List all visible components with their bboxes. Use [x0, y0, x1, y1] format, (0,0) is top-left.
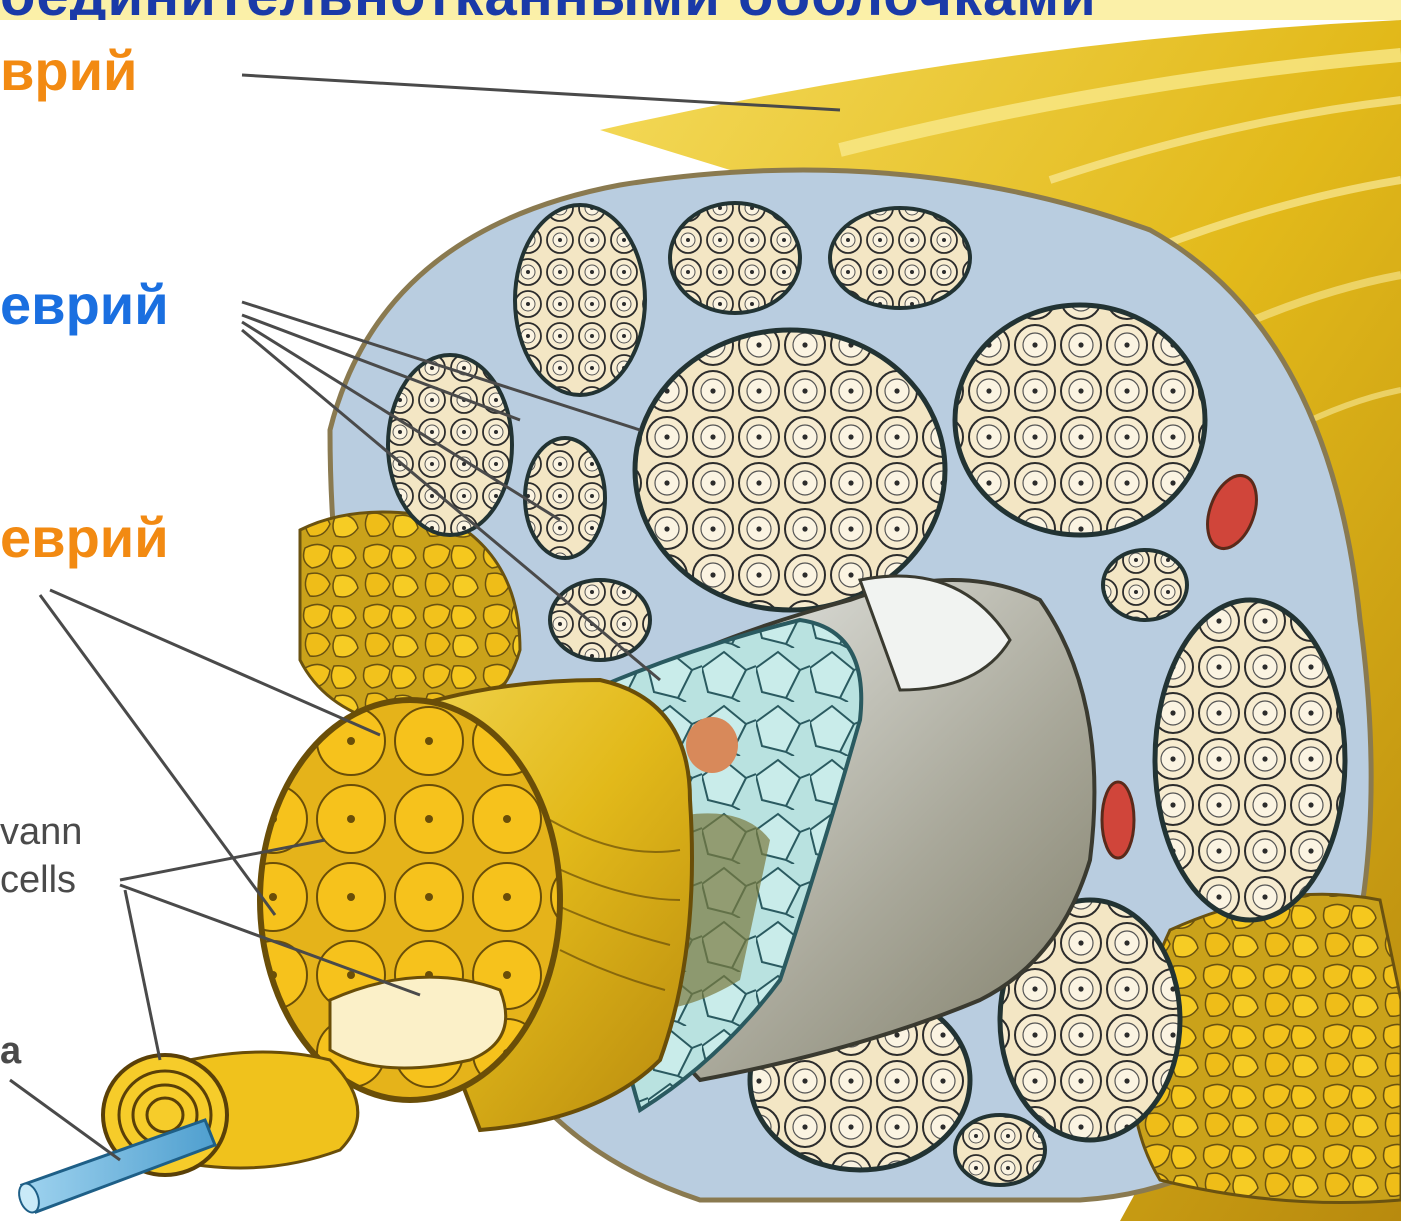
- leader-line-schwann: [125, 890, 160, 1060]
- fascicle: [525, 438, 605, 558]
- fascicle: [670, 203, 800, 313]
- label-perineurium: еврий: [0, 272, 169, 337]
- fascicle: [635, 330, 945, 610]
- fascicle: [955, 1115, 1045, 1185]
- myelinated-fiber: [15, 1052, 357, 1215]
- label-schwann-cells: vann cells: [0, 808, 82, 904]
- fascicle: [1155, 600, 1345, 920]
- blood-vessel: [1102, 782, 1134, 858]
- label-endoneurium: еврий: [0, 505, 169, 570]
- fascicle: [515, 205, 645, 395]
- leader-line-epineurium: [242, 75, 840, 110]
- fascicle: [1103, 550, 1187, 620]
- fascicle: [550, 580, 650, 660]
- fascicle: [830, 208, 970, 308]
- fascicle: [955, 305, 1205, 535]
- label-axon-fragment: a: [0, 1030, 21, 1073]
- label-epineurium: врий: [0, 38, 137, 103]
